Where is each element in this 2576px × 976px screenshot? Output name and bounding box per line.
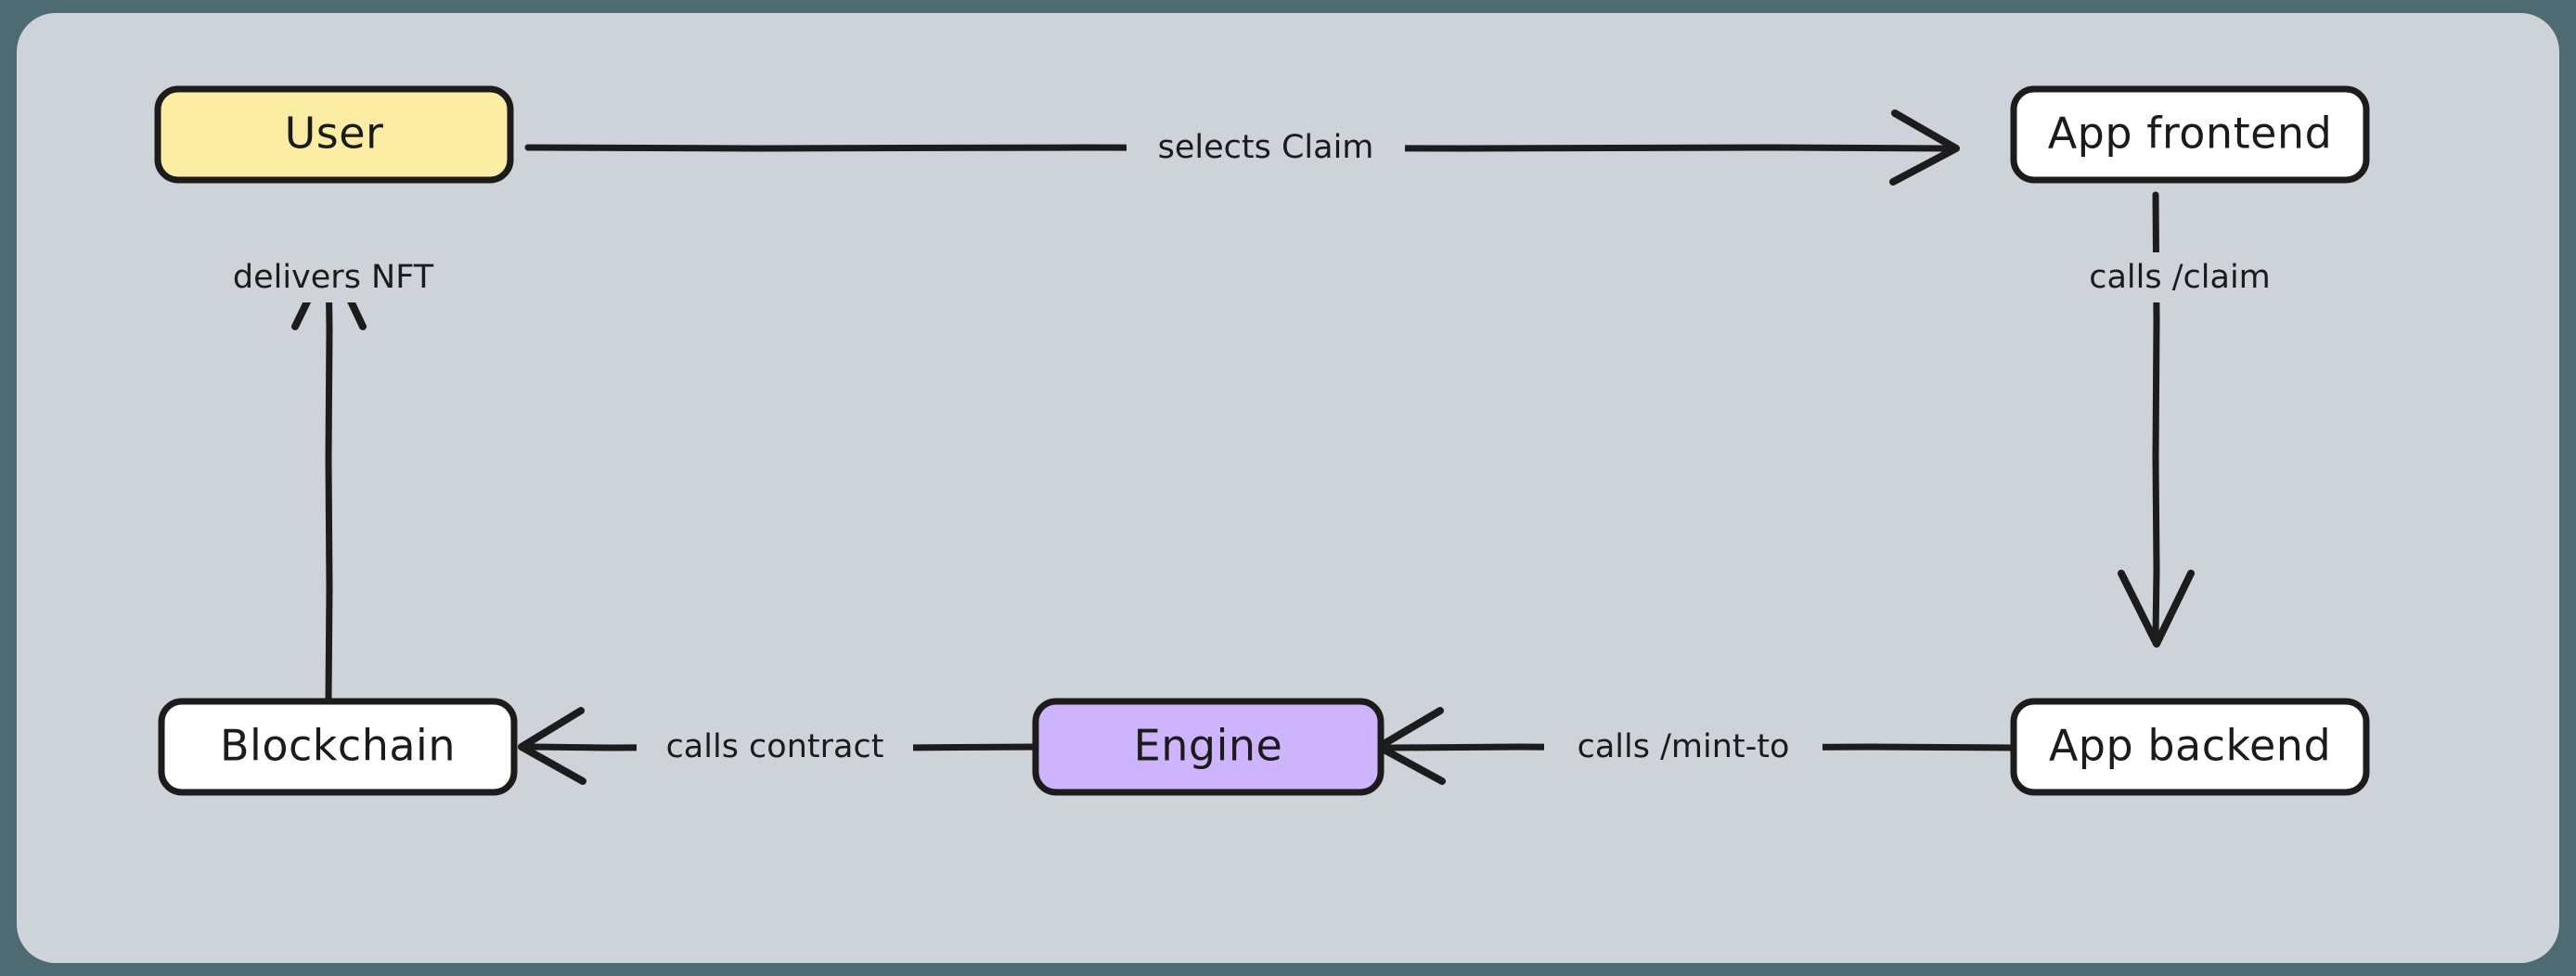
edge-label-calls-contract: calls contract bbox=[666, 728, 884, 765]
arrowhead-left-blockchain bbox=[518, 707, 586, 785]
node-app-frontend-label: App frontend bbox=[2048, 109, 2333, 159]
arrowhead-right-app-frontend bbox=[1889, 109, 1960, 186]
flowchart-svg: selects Claim calls /claim calls /mint-t… bbox=[154, 85, 2370, 796]
diagram-canvas: selects Claim calls /claim calls /mint-t… bbox=[17, 13, 2559, 963]
edge-app-backend-to-engine: calls /mint-to bbox=[1375, 707, 2017, 785]
edge-label-backdrop-calls-contract bbox=[637, 722, 913, 772]
node-blockchain[interactable]: Blockchain bbox=[158, 698, 518, 796]
node-engine-label: Engine bbox=[1134, 721, 1283, 771]
edge-label-backdrop-selects-claim bbox=[1127, 122, 1405, 173]
node-app-backend-label: App backend bbox=[2049, 721, 2331, 771]
edge-line-blockchain-to-user bbox=[325, 258, 333, 703]
edge-label-backdrop-calls-mint-to bbox=[1544, 722, 1823, 772]
arrowhead-down-app-backend bbox=[2118, 570, 2195, 648]
node-blockchain-box[interactable] bbox=[158, 698, 518, 796]
edge-label-backdrop-delivers-nft bbox=[210, 252, 458, 302]
node-app-backend[interactable]: App backend bbox=[2010, 698, 2370, 796]
edge-user-to-app-frontend: selects Claim bbox=[524, 109, 1960, 186]
node-app-frontend-box[interactable] bbox=[2010, 85, 2370, 184]
edge-engine-to-blockchain: calls contract bbox=[518, 707, 1039, 785]
node-app-backend-box[interactable] bbox=[2010, 698, 2370, 796]
node-engine-box[interactable] bbox=[1032, 698, 1385, 796]
edge-label-delivers-nft: delivers NFT bbox=[233, 259, 434, 296]
edge-app-frontend-to-app-backend: calls /claim bbox=[2058, 191, 2301, 648]
edge-label-backdrop-calls-claim bbox=[2058, 252, 2301, 302]
node-app-frontend[interactable]: App frontend bbox=[2010, 85, 2370, 184]
edge-label-selects-claim: selects Claim bbox=[1158, 129, 1374, 166]
edge-blockchain-to-user: delivers NFT bbox=[210, 252, 458, 703]
edge-label-calls-claim: calls /claim bbox=[2089, 259, 2271, 296]
node-user-box[interactable] bbox=[154, 85, 514, 184]
node-engine[interactable]: Engine bbox=[1032, 698, 1385, 796]
node-user[interactable]: User bbox=[154, 85, 514, 184]
node-user-label: User bbox=[285, 109, 384, 159]
edge-label-calls-mint-to: calls /mint-to bbox=[1578, 728, 1790, 765]
node-blockchain-label: Blockchain bbox=[220, 721, 456, 771]
